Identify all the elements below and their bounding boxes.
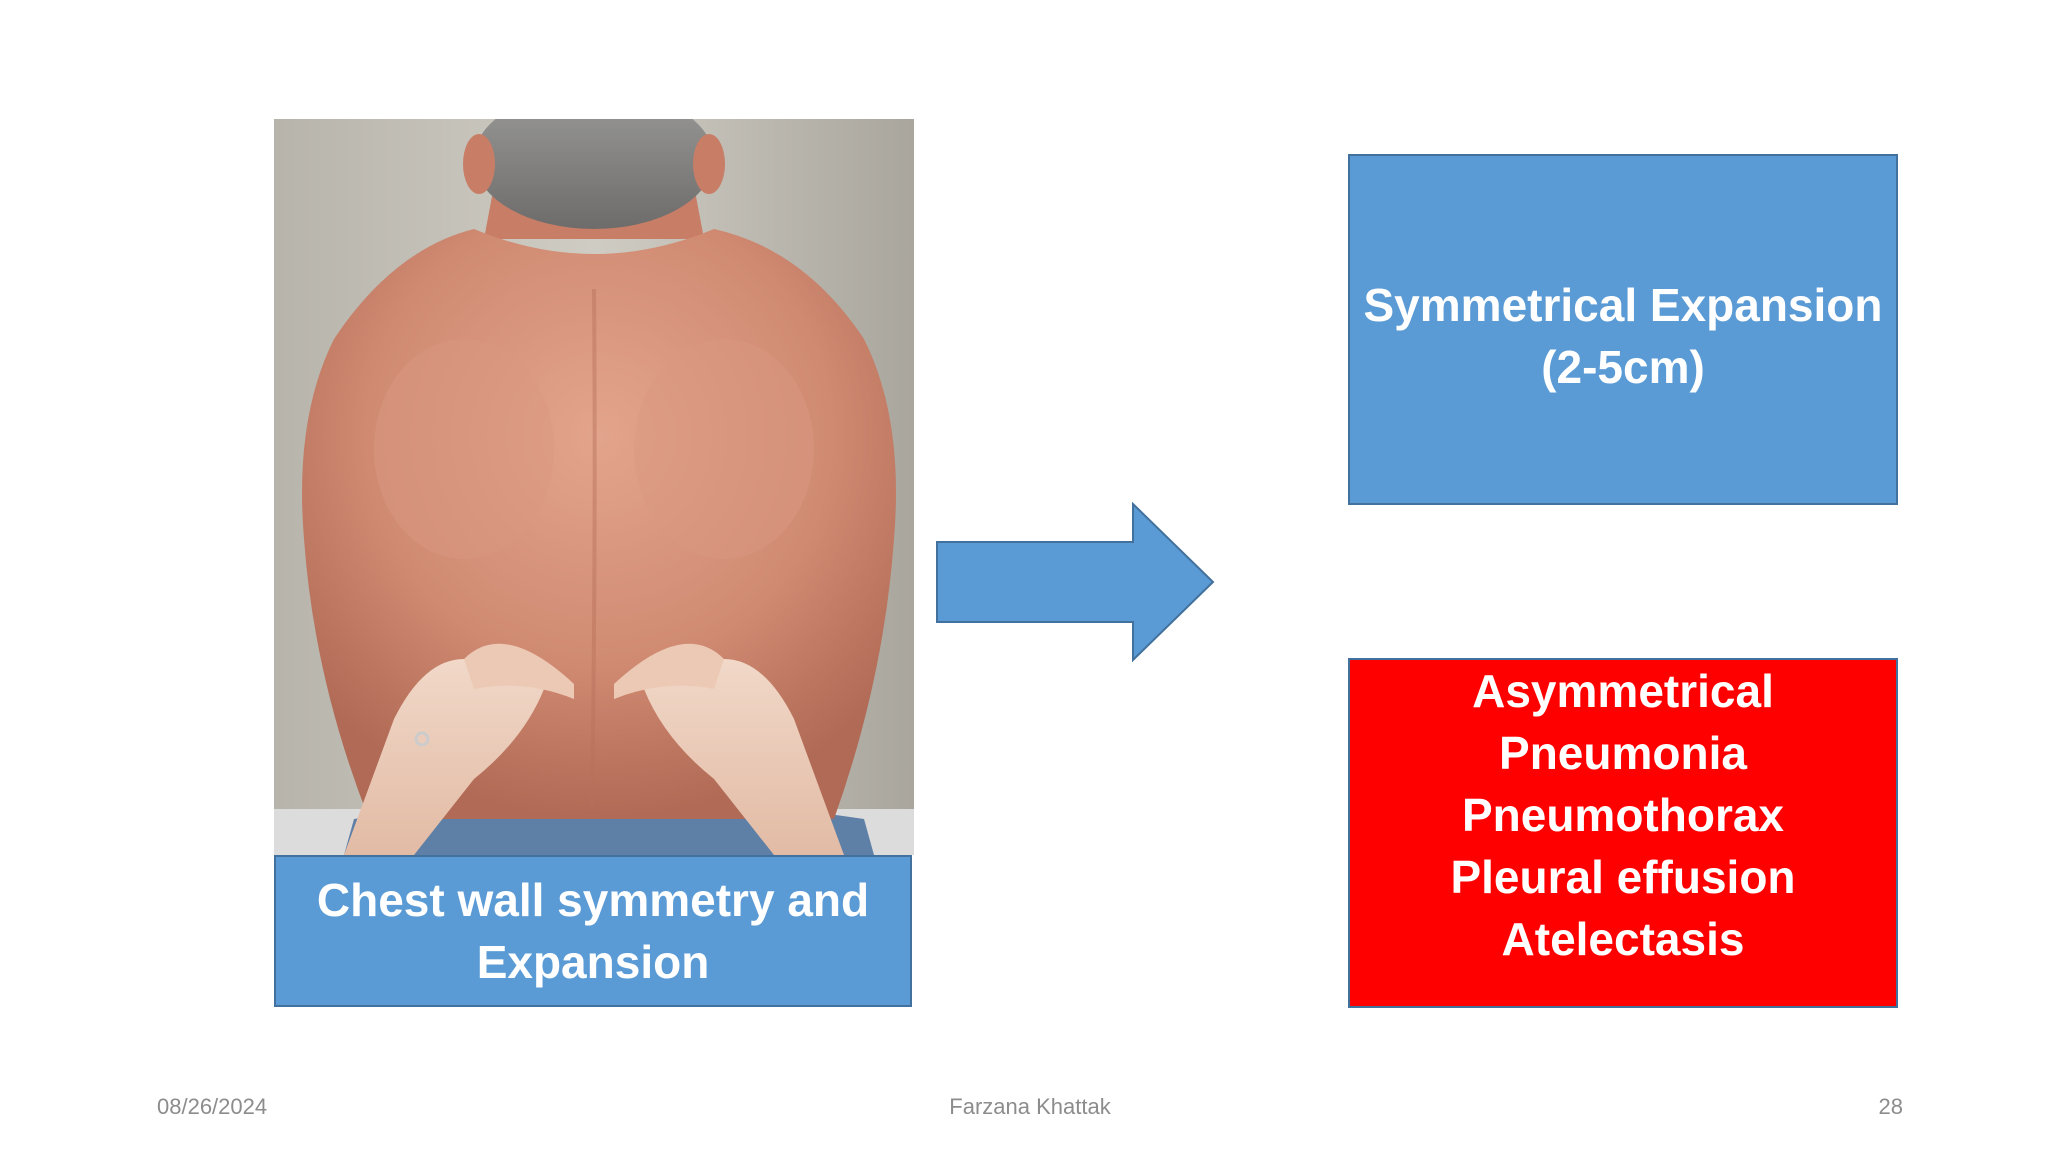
caption-box: Chest wall symmetry and Expansion (274, 855, 912, 1007)
asym-item-pneumonia: Pneumonia (1499, 727, 1747, 779)
caption-text: Chest wall symmetry and Expansion (316, 874, 870, 988)
asym-item-title: Asymmetrical (1472, 665, 1774, 717)
asym-item-pleural-effusion: Pleural effusion (1450, 851, 1796, 903)
right-arrow-icon (936, 502, 1215, 662)
symmetrical-line-2: (2-5cm) (1541, 341, 1705, 393)
asymmetrical-list: Asymmetrical Pneumonia Pneumothorax Pleu… (1450, 660, 1795, 970)
symmetrical-line-1: Symmetrical Expansion (1363, 279, 1883, 331)
asym-item-atelectasis: Atelectasis (1501, 913, 1745, 965)
footer-page-number: 28 (1878, 1094, 1903, 1119)
asymmetrical-box: Asymmetrical Pneumonia Pneumothorax Pleu… (1348, 658, 1898, 1008)
footer-author: Farzana Khattak (949, 1094, 1111, 1119)
chest-exam-photo (274, 119, 914, 855)
chest-exam-photo-drawing (274, 119, 914, 855)
footer-date: 08/26/2024 (157, 1094, 268, 1119)
asym-item-pneumothorax: Pneumothorax (1461, 789, 1785, 841)
symmetrical-expansion-box: Symmetrical Expansion (2-5cm) (1348, 154, 1898, 505)
